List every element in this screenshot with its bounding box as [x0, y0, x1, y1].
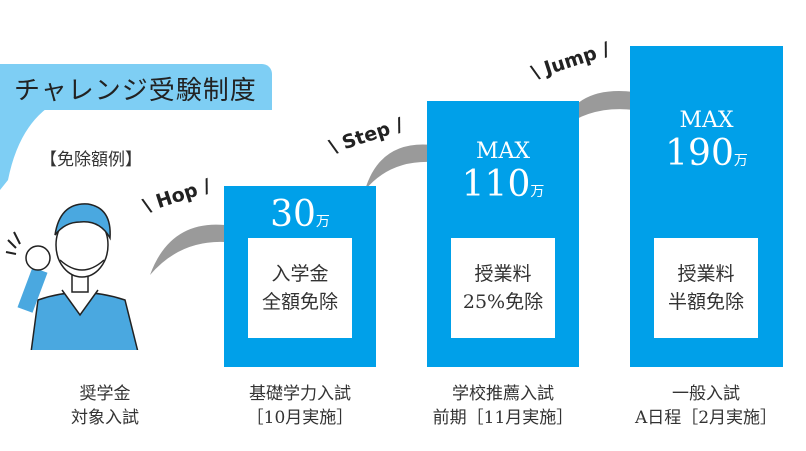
- card-basic: 30万 入学金全額免除: [224, 186, 376, 367]
- tab-curve: [0, 100, 60, 190]
- arrow-icon: [560, 75, 655, 130]
- caption-basic: 基礎学力入試［10月実施］: [246, 384, 354, 428]
- card-general: MAX 190万 授業料半額免除: [630, 46, 783, 367]
- exemption-example-label: 【免除額例】: [40, 150, 142, 170]
- caption-scholarship: 奨学金対象入試: [71, 384, 139, 428]
- student-illustration-icon: [5, 203, 139, 350]
- arrow-icon: [150, 210, 248, 275]
- caption-recommend: 学校推薦入試前期［11月実施］: [432, 384, 574, 428]
- page-title: チャレンジ受験制度: [14, 76, 257, 106]
